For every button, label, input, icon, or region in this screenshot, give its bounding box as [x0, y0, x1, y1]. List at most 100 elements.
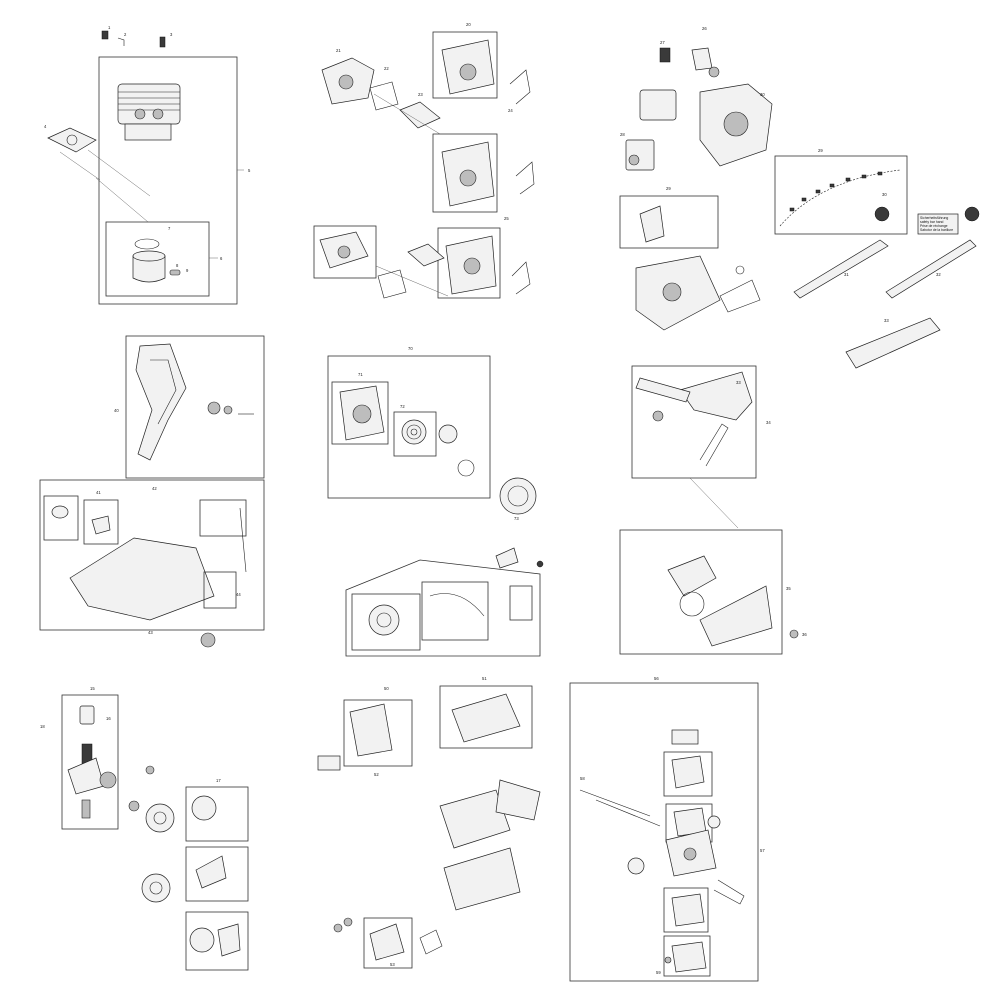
- callout-label: 20: [466, 22, 471, 27]
- diaphragm-part: [671, 893, 705, 927]
- callout-label: 43: [148, 630, 153, 635]
- callout-label: 31: [844, 272, 849, 277]
- bolt-part: [101, 30, 109, 40]
- callout-label: 53: [390, 962, 395, 967]
- piston-frame: [105, 221, 210, 297]
- tank-frame: [39, 479, 265, 631]
- muffler-frame: [343, 699, 413, 767]
- callout-label: 4: [44, 124, 47, 129]
- callout-label: 33: [884, 318, 889, 323]
- piston-part: [132, 255, 166, 283]
- callout-label: 15: [90, 686, 95, 691]
- chain-brake-group: 33 34 35 36: [619, 365, 807, 655]
- callout-label: 26: [702, 26, 707, 31]
- front-handle-part: [135, 343, 187, 461]
- handle-tank-group: 40 41 42 43 44: [39, 335, 265, 648]
- callout-label: 27: [660, 40, 665, 45]
- callout-label: 21: [336, 48, 341, 53]
- callout-label: 29: [818, 148, 823, 153]
- callout-label: 35: [786, 586, 791, 591]
- filter-box: [43, 495, 79, 541]
- callout-label: 7: [168, 226, 171, 231]
- warning-line: Sicherheitsführung: [920, 216, 948, 220]
- callout-label: 42: [152, 486, 157, 491]
- callout-label: 34: [766, 420, 771, 425]
- warning-line: Prise de réchange: [920, 224, 948, 228]
- sprocket-part: [874, 206, 890, 222]
- callout-label: 44: [236, 592, 241, 597]
- callout-label: 17: [216, 778, 221, 783]
- callout-label: 36: [802, 632, 807, 637]
- callout-label: 28: [620, 132, 625, 137]
- spark-plug-cap-part: [79, 705, 95, 725]
- carburetor-group: 56 57 58 59: [569, 676, 765, 982]
- callout-label: 71: [358, 372, 363, 377]
- clutch-group: 15 16 17 18: [40, 686, 249, 971]
- callout-label: 30: [882, 192, 887, 197]
- cylinder-base: [124, 123, 172, 141]
- warning-line: Sabotor de la barillure: [920, 228, 953, 232]
- callout-label: 24: [508, 108, 513, 113]
- throttle-plate-part: [671, 729, 699, 745]
- callout-label: 3: [170, 32, 173, 37]
- callout-label: 32: [936, 272, 941, 277]
- starter-frame: [327, 355, 491, 499]
- callout-label: 41: [96, 490, 101, 495]
- carburetor-part: [369, 923, 405, 961]
- warning-label: [917, 213, 959, 235]
- cylinder-piston-group: 1 2 3 4 5 6 7 8 9: [44, 25, 251, 305]
- callout-label: 59: [656, 970, 661, 975]
- crankcase-frame-b: [432, 133, 498, 213]
- fan-part: [368, 604, 400, 636]
- callout-label: 9: [186, 268, 189, 273]
- crankcase-frame-a: [432, 31, 498, 99]
- callout-label: 50: [384, 686, 389, 691]
- flywheel-part: [499, 477, 537, 515]
- chain-bar-group: Sicherheitsführung safety bar hand Prise…: [774, 148, 980, 369]
- callout-label: 1: [108, 25, 111, 30]
- muffler-part: [349, 703, 393, 757]
- callout-label: 8: [176, 263, 179, 268]
- brake-frame: [619, 529, 783, 655]
- brake-band-part: [667, 555, 717, 597]
- callout-label: 72: [400, 404, 405, 409]
- filter-part: [659, 47, 671, 63]
- handle-frame: [125, 335, 265, 479]
- callout-label: 30: [760, 92, 765, 97]
- callout-label: 25: [504, 216, 509, 221]
- crankcase-frame-c: [313, 225, 377, 279]
- ignition-coil-part: [67, 757, 105, 795]
- clutch-part: [191, 795, 217, 821]
- air-filter-housing-part: [439, 789, 511, 849]
- callout-label: 56: [654, 676, 659, 681]
- gasket-part: [47, 127, 97, 153]
- starter-group: 70 71 72 73: [327, 346, 537, 521]
- callout-label: 58: [580, 776, 585, 781]
- callout-label: 29: [666, 186, 671, 191]
- fuel-tank-part: [69, 537, 215, 621]
- fan-housing-frame: [345, 559, 541, 657]
- oil-pump-part: [639, 205, 665, 243]
- callout-label: 16: [106, 716, 111, 721]
- callout-label: 40: [114, 408, 119, 413]
- piston-ring-part: [134, 238, 160, 250]
- hand-guard-part: [679, 371, 753, 421]
- fan-housing-group: [345, 547, 544, 657]
- ignition-frame: [61, 694, 119, 830]
- callout-label: 52: [374, 772, 379, 777]
- callout-label: 22: [384, 66, 389, 71]
- crankcase-group: 20 21 22 23 24 25: [313, 22, 535, 299]
- crankshaft-part: [399, 101, 441, 129]
- callout-label: 6: [220, 256, 223, 261]
- top-cover-frame: [439, 685, 533, 749]
- oil-pump-group: 26 27 28 29 30: [619, 26, 773, 331]
- chain-frame: [774, 155, 908, 235]
- warning-line: safety bar hand: [920, 220, 943, 224]
- side-cover-part: [699, 585, 773, 647]
- callout-label: 2: [124, 32, 127, 37]
- carb-housing-group: 50 51 52 53: [317, 676, 541, 969]
- callout-label: 73: [514, 516, 519, 521]
- callout-label: 23: [418, 92, 423, 97]
- clutch-drum-part: [145, 803, 175, 833]
